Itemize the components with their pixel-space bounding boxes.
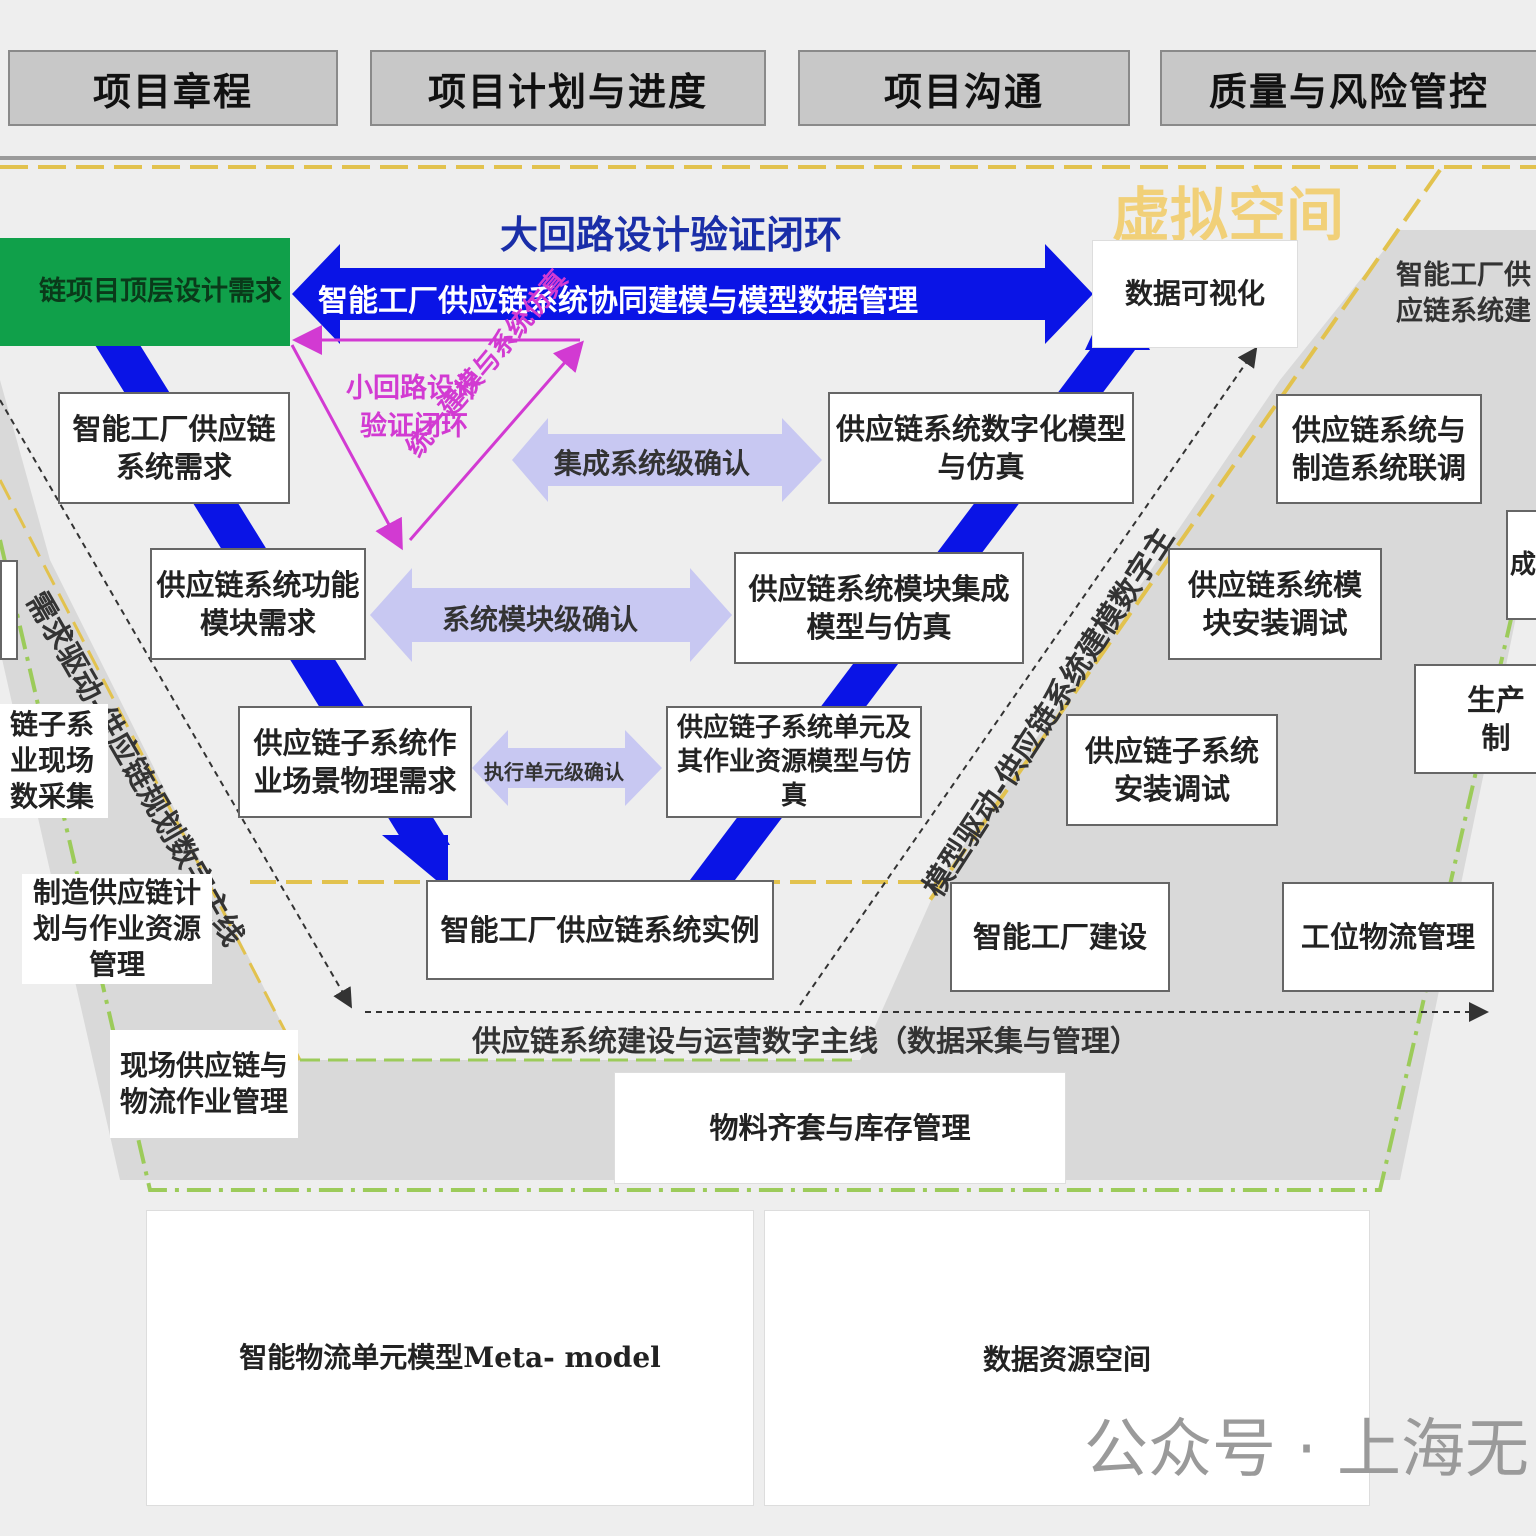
digital-model-box[interactable]: 供应链系统数字化模型与仿真 [828,392,1134,504]
module-requirement-box[interactable]: 供应链系统功能模块需求 [150,548,366,660]
small-loop-edge-right [408,340,584,541]
subsystem-install-box[interactable]: 供应链子系统安装调试 [1066,714,1278,826]
small-loop-label-1: 小回路设计 [346,373,481,404]
onsite-logistics-box[interactable]: 现场供应链与物流作业管理 [110,1030,298,1138]
factory-construction-box[interactable]: 智能工厂建设 [950,882,1170,992]
module-install-box[interactable]: 供应链系统模块安装调试 [1168,548,1382,660]
model-thread-arrow [799,346,1258,1006]
small-loop-edge-left [290,344,403,551]
system-requirement-box[interactable]: 智能工厂供应链系统需求 [58,392,290,504]
module-confirm-label: 系统模块级确认 [442,603,639,636]
unit-confirm-arrow [472,730,662,806]
watermark-text: 公众号 · 上海无 [1084,1413,1530,1487]
big-loop-title: 大回路设计验证闭环 [500,213,843,257]
data-resource-panel[interactable]: 数据资源空间 [764,1210,1370,1506]
virtual-space-title: 虚拟空间 [1112,181,1345,249]
unit-model-box[interactable]: 供应链子系统单元及其作业资源模型与仿真 [666,706,922,818]
left-edge-box [0,560,18,660]
integrated-confirm-arrow [512,418,822,502]
material-inventory-box[interactable]: 物料齐套与库存管理 [614,1072,1066,1184]
field-data-collect-box[interactable]: 链子系业现场数采集 [0,704,108,818]
joint-debug-box[interactable]: 供应链系统与制造系统联调 [1276,394,1482,504]
system-instance-box[interactable]: 智能工厂供应链系统实例 [426,880,774,980]
tab-project-charter[interactable]: 项目章程 [8,50,338,126]
meta-model-panel[interactable]: 智能物流单元模型Meta- model [146,1210,754,1506]
station-logistics-box[interactable]: 工位物流管理 [1282,882,1494,992]
main-arrow-label: 智能工厂供应链系统协同建模与模型数据管理 [318,284,918,319]
data-visualization-box[interactable]: 数据可视化 [1092,240,1298,348]
physical-space-border [0,509,1536,1192]
module-confirm-arrow [370,568,732,662]
small-loop-label-2: 验证闭环 [360,411,468,442]
tab-quality-risk[interactable]: 质量与风险管控 [1160,50,1536,126]
operation-thread-label: 供应链系统建设与运营数字主线（数据采集与管理） [472,1024,1140,1058]
production-box[interactable]: 生产制 [1414,664,1536,774]
top-design-requirement-box[interactable]: 链项目顶层设计需求 [0,238,290,346]
right-top-label: 智能工厂供应链系统建 [1396,260,1531,327]
v-left-arrowhead [382,835,448,890]
integrated-confirm-label: 集成系统级确认 [554,447,751,480]
module-model-box[interactable]: 供应链系统模块集成模型与仿真 [734,552,1024,664]
tab-project-plan[interactable]: 项目计划与进度 [370,50,766,126]
virtual-space-right-border [928,168,1442,902]
tab-project-communication[interactable]: 项目沟通 [798,50,1130,126]
subsystem-requirement-box[interactable]: 供应链子系统作业场景物理需求 [238,706,472,818]
cheng-box[interactable]: 成 [1506,510,1536,620]
virtual-space-left-border [0,479,302,1061]
main-collab-arrow [292,244,1093,344]
unit-confirm-label: 执行单元级确认 [484,760,624,784]
plan-resource-mgmt-box[interactable]: 制造供应链计划与作业资源管理 [22,874,212,984]
